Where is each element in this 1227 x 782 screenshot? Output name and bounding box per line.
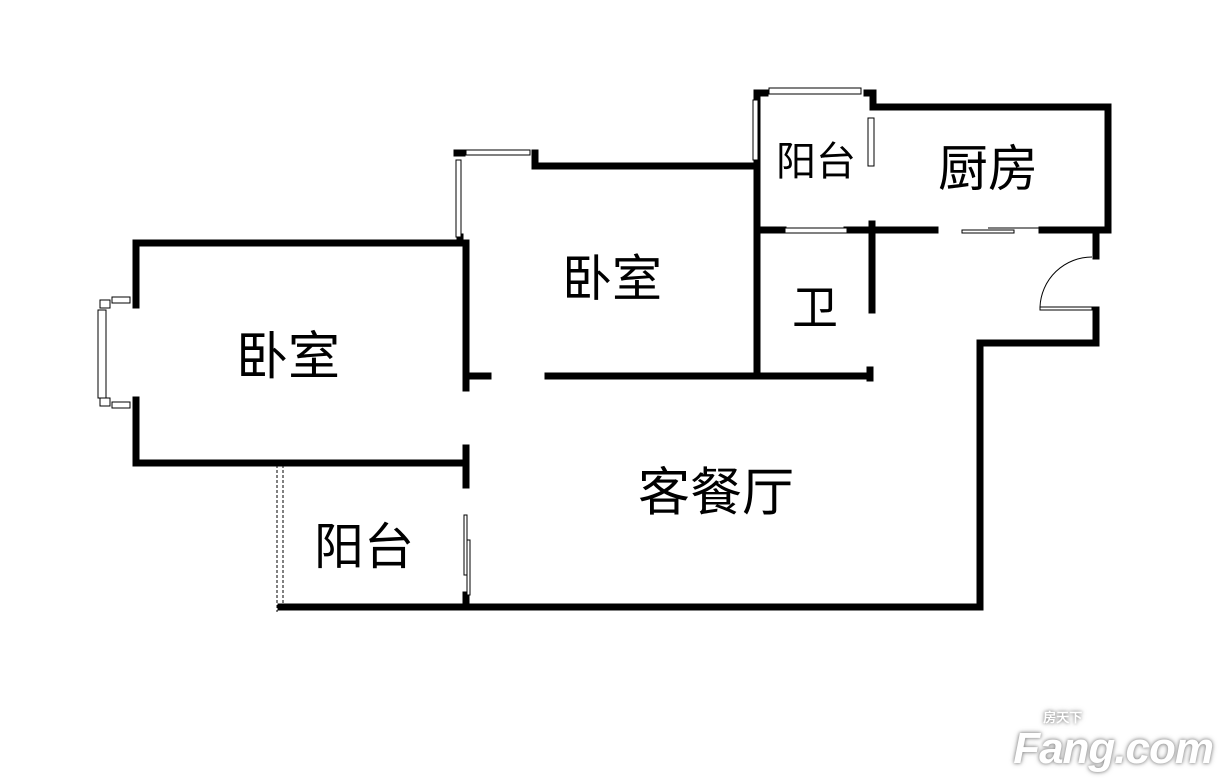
walls [132, 89, 1112, 611]
room-label-living-dining: 客餐厅 [637, 463, 795, 524]
watermark-brand: Fang.com [1013, 724, 1214, 773]
doors [276, 227, 1093, 612]
watermark-chinese: 房天下 [1043, 710, 1083, 725]
room-label-balcony-upper: 阳台 [776, 139, 856, 185]
room-label-balcony-lower: 阳台 [314, 518, 414, 576]
room-label-bathroom: 卫 [792, 281, 838, 335]
windows [97, 87, 875, 596]
room-label-bedroom-middle: 卧室 [562, 250, 662, 308]
fang-watermark-logo: 房天下 Fang.com [1013, 710, 1214, 773]
room-label-kitchen: 厨房 [938, 140, 1038, 198]
room-label-bedroom-left: 卧室 [235, 327, 341, 388]
